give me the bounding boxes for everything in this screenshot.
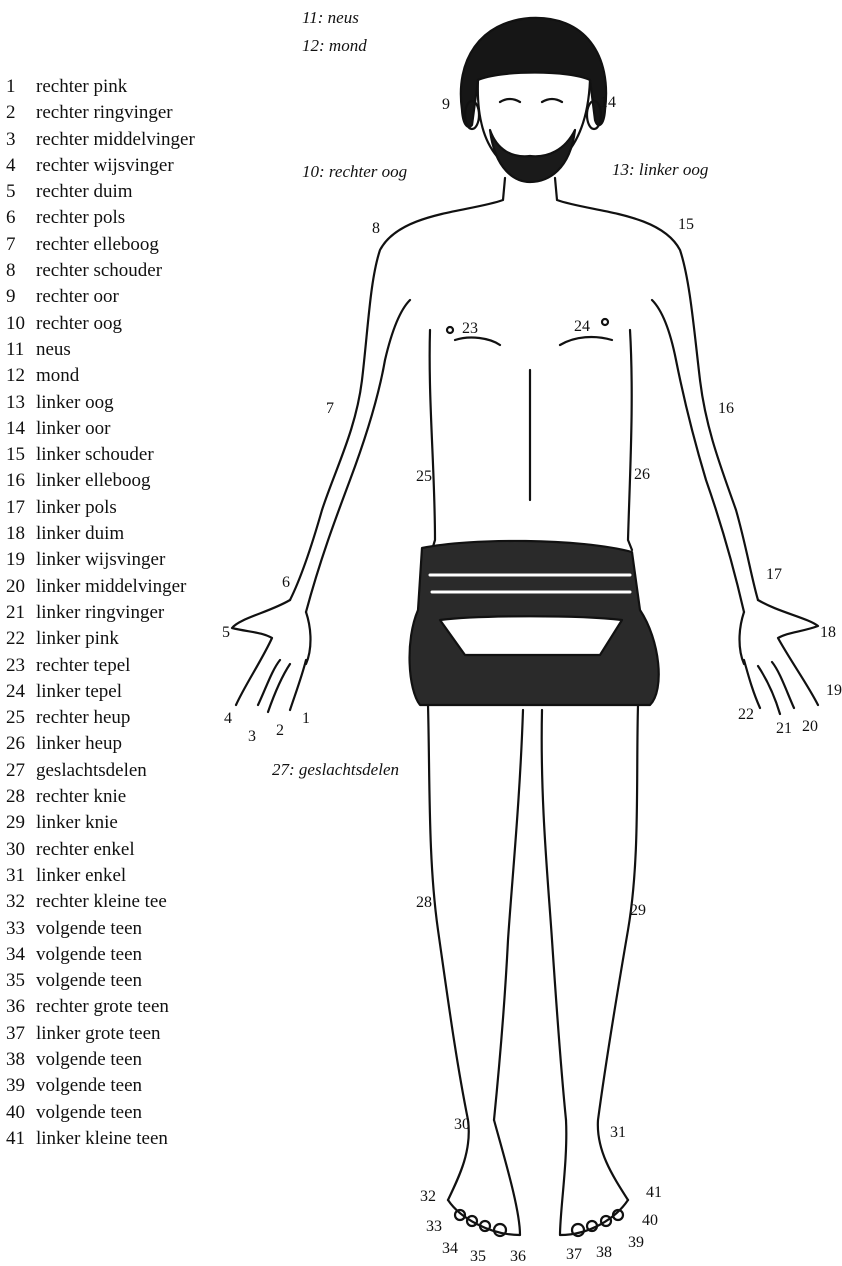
marker-32: 32 — [420, 1188, 436, 1206]
marker-15: 15 — [678, 216, 694, 234]
marker-17: 17 — [766, 566, 782, 584]
marker-14: 14 — [600, 94, 616, 112]
marker-5: 5 — [222, 624, 230, 642]
marker-19: 19 — [826, 682, 842, 700]
marker-6: 6 — [282, 574, 290, 592]
marker-35: 35 — [470, 1248, 486, 1266]
marker-3: 3 — [248, 728, 256, 746]
beard — [490, 130, 575, 182]
left-hand — [740, 600, 819, 714]
marker-16: 16 — [718, 400, 734, 418]
marker-37: 37 — [566, 1246, 582, 1264]
marker-7: 7 — [326, 400, 334, 418]
marker-30: 30 — [454, 1116, 470, 1134]
marker-18: 18 — [820, 624, 836, 642]
marker-28: 28 — [416, 894, 432, 912]
marker-21: 21 — [776, 720, 792, 738]
marker-25: 25 — [416, 468, 432, 486]
marker-33: 33 — [426, 1218, 442, 1236]
left-arm-inner — [652, 300, 744, 612]
marker-29: 29 — [630, 902, 646, 920]
hair — [461, 18, 606, 127]
callout-mond: 12: mond — [302, 36, 367, 56]
right-hand — [232, 600, 311, 712]
marker-2: 2 — [276, 722, 284, 740]
marker-8: 8 — [372, 220, 380, 238]
marker-24: 24 — [574, 318, 590, 336]
marker-26: 26 — [634, 466, 650, 484]
marker-1: 1 — [302, 710, 310, 728]
marker-40: 40 — [642, 1212, 658, 1230]
left-leg — [542, 710, 566, 1120]
marker-36: 36 — [510, 1248, 526, 1266]
callout-linker-oog: 13: linker oog — [612, 160, 708, 180]
marker-34: 34 — [442, 1240, 458, 1258]
callout-geslachtsdelen: 27: geslachtsdelen — [272, 760, 399, 780]
marker-39: 39 — [628, 1234, 644, 1252]
marker-38: 38 — [596, 1244, 612, 1262]
marker-31: 31 — [610, 1124, 626, 1142]
callout-neus: 11: neus — [302, 8, 359, 28]
marker-4: 4 — [224, 710, 232, 728]
right-arm-inner — [306, 300, 410, 612]
callout-rechter-oog: 10: rechter oog — [302, 162, 407, 182]
torso-outline — [290, 178, 505, 600]
marker-23: 23 — [462, 320, 478, 338]
marker-20: 20 — [802, 718, 818, 736]
marker-41: 41 — [646, 1184, 662, 1202]
marker-9: 9 — [442, 96, 450, 114]
marker-22: 22 — [738, 706, 754, 724]
eyes — [500, 99, 562, 102]
